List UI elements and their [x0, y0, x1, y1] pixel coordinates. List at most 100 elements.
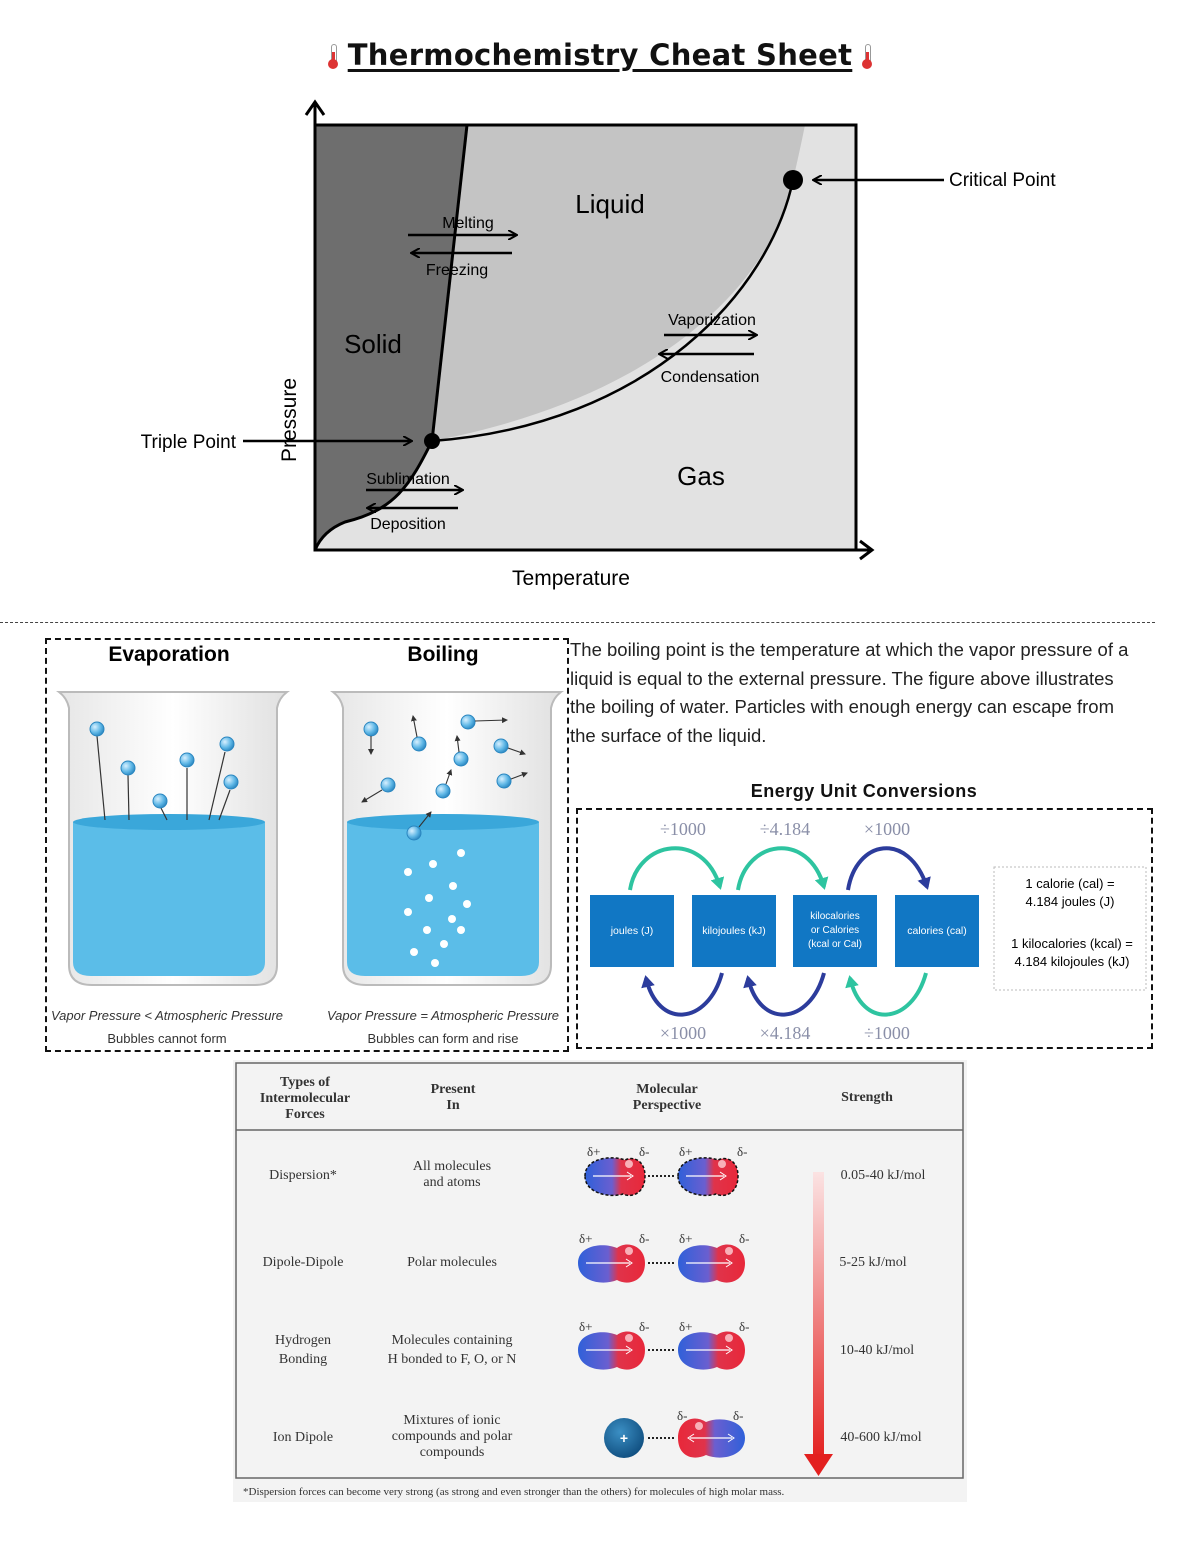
arrow-cal-to-kcal-icon — [845, 972, 928, 1017]
boiling-molecules — [361, 714, 528, 841]
conversion-note-1: 1 calorie (cal) =4.184 joules (J) — [1025, 876, 1114, 909]
critical-point-label: Critical Point — [949, 170, 1056, 191]
liquid-label: Liquid — [575, 189, 644, 219]
solid-label: Solid — [344, 329, 402, 359]
dipole-molecules — [578, 1244, 745, 1283]
sublimation-curve — [313, 440, 434, 551]
evaporation-molecules — [89, 721, 239, 821]
factor-bottom-1: ×1000 — [660, 1023, 706, 1043]
strength-arrow-icon — [804, 1454, 833, 1476]
unit-box-kilojoules — [692, 895, 776, 967]
condensation-label: Condensation — [661, 369, 760, 386]
deposition-label: Deposition — [370, 516, 446, 533]
factor-top-3: ×1000 — [864, 819, 910, 839]
sublimation-label: Sublimation — [366, 471, 450, 488]
arrow-kj-to-j-icon — [641, 972, 724, 1017]
ion-dipole-molecules — [604, 1418, 745, 1458]
arrow-j-to-kj-icon — [628, 846, 725, 891]
row-dipole-type: Dipole-Dipole — [263, 1255, 344, 1270]
evaporation-caption-1: Vapor Pressure < Atmospheric Pressure — [51, 1008, 283, 1023]
thermometer-icon — [862, 44, 873, 69]
hbond-delta-plus-1: δ+ — [579, 1319, 592, 1334]
dipole-delta-plus-2: δ+ — [679, 1231, 692, 1246]
phase-diagram: Solid Liquid Gas Temperature Pressure Me… — [141, 99, 1056, 590]
row-hbond-strength: 10-40 kJ/mol — [840, 1343, 914, 1358]
factor-bottom-2: ×4.184 — [760, 1023, 811, 1043]
hbond-delta-minus-2: δ- — [739, 1319, 749, 1334]
hbond-delta-minus-1: δ- — [639, 1319, 649, 1334]
row-dispersion-type: Dispersion* — [269, 1168, 337, 1183]
melting-curve — [430, 124, 469, 442]
evaporation-title: Evaporation — [108, 643, 229, 666]
energy-conversions-box — [576, 808, 1153, 1049]
row-ion-strength: 40-600 kJ/mol — [840, 1430, 921, 1445]
evaporation-boiling-box — [45, 638, 569, 1052]
unit-kilojoules-label: kilojoules (kJ) — [702, 925, 766, 937]
evaporation-water — [73, 816, 265, 976]
freezing-label: Freezing — [426, 262, 488, 279]
hbond-molecules — [578, 1331, 745, 1370]
row-dipole-strength: 5-25 kJ/mol — [839, 1255, 906, 1270]
y-axis-arrow-icon — [304, 99, 326, 116]
triple-point-label: Triple Point — [141, 432, 237, 453]
imf-table-frame — [235, 1062, 964, 1479]
arrow-kcal-to-cal-icon — [846, 846, 931, 891]
unit-joules-label: joules (J) — [610, 925, 654, 937]
unit-box-calories — [895, 895, 979, 967]
page-title: Thermochemistry Cheat Sheet — [0, 38, 1200, 72]
critical-point-marker — [783, 170, 803, 190]
dipole-delta-minus-2: δ- — [739, 1231, 749, 1246]
dispersion-delta-plus-1: δ+ — [587, 1144, 600, 1159]
boiling-bubbles — [404, 849, 471, 967]
conversion-note-2: 1 kilocalories (kcal) =4.184 kilojoules … — [1011, 936, 1133, 969]
vaporization-curve — [431, 179, 795, 443]
unit-calories-label: calories (cal) — [907, 925, 967, 937]
arrow-kj-to-kcal-icon — [736, 846, 829, 891]
dipole-delta-plus-1: δ+ — [579, 1231, 592, 1246]
dispersion-delta-minus-2: δ- — [737, 1144, 747, 1159]
evaporation-beaker — [56, 691, 290, 986]
row-dipole-present: Polar molecules — [407, 1255, 497, 1270]
section-divider — [0, 622, 1155, 623]
boiling-title: Boiling — [407, 643, 478, 666]
ion-delta-minus-1: δ- — [677, 1408, 687, 1423]
melting-label: Melting — [442, 215, 494, 232]
dipole-delta-minus-1: δ- — [639, 1231, 649, 1246]
factor-bottom-3: ÷1000 — [864, 1023, 910, 1043]
dispersion-delta-minus-1: δ- — [639, 1144, 649, 1159]
strength-bar — [813, 1172, 824, 1460]
unit-box-kilocalories — [793, 895, 877, 967]
gas-label: Gas — [677, 461, 725, 491]
row-dispersion-strength: 0.05-40 kJ/mol — [841, 1168, 926, 1183]
evaporation-boiling-figure: Evaporation Boiling — [51, 643, 564, 1046]
x-axis-label: Temperature — [512, 567, 630, 590]
unit-box-joules — [590, 895, 674, 967]
energy-conversions-title: Energy Unit Conversions — [750, 781, 978, 801]
x-axis-arrow-icon — [859, 539, 875, 561]
ion-delta-minus-2: δ- — [733, 1408, 743, 1423]
row-ion-type: Ion Dipole — [273, 1430, 333, 1445]
vaporization-label: Vaporization — [668, 312, 756, 329]
hbond-delta-plus-2: δ+ — [679, 1319, 692, 1334]
arrow-kcal-to-kj-icon — [743, 972, 826, 1017]
dispersion-delta-plus-2: δ+ — [679, 1144, 692, 1159]
dispersion-molecules — [584, 1157, 739, 1197]
page-title-text: Thermochemistry Cheat Sheet — [347, 38, 853, 72]
boiling-caption-1: Vapor Pressure = Atmospheric Pressure — [327, 1008, 559, 1023]
boiling-caption-2: Bubbles can form and rise — [367, 1031, 518, 1046]
thermometer-icon — [327, 44, 338, 69]
ion-plus-sign: + — [620, 1430, 628, 1446]
boiling-point-description: The boiling point is the temperature at … — [570, 639, 1129, 746]
liquid-region — [432, 125, 805, 441]
evaporation-caption-2: Bubbles cannot form — [107, 1031, 226, 1046]
factor-top-2: ÷4.184 — [760, 819, 810, 839]
